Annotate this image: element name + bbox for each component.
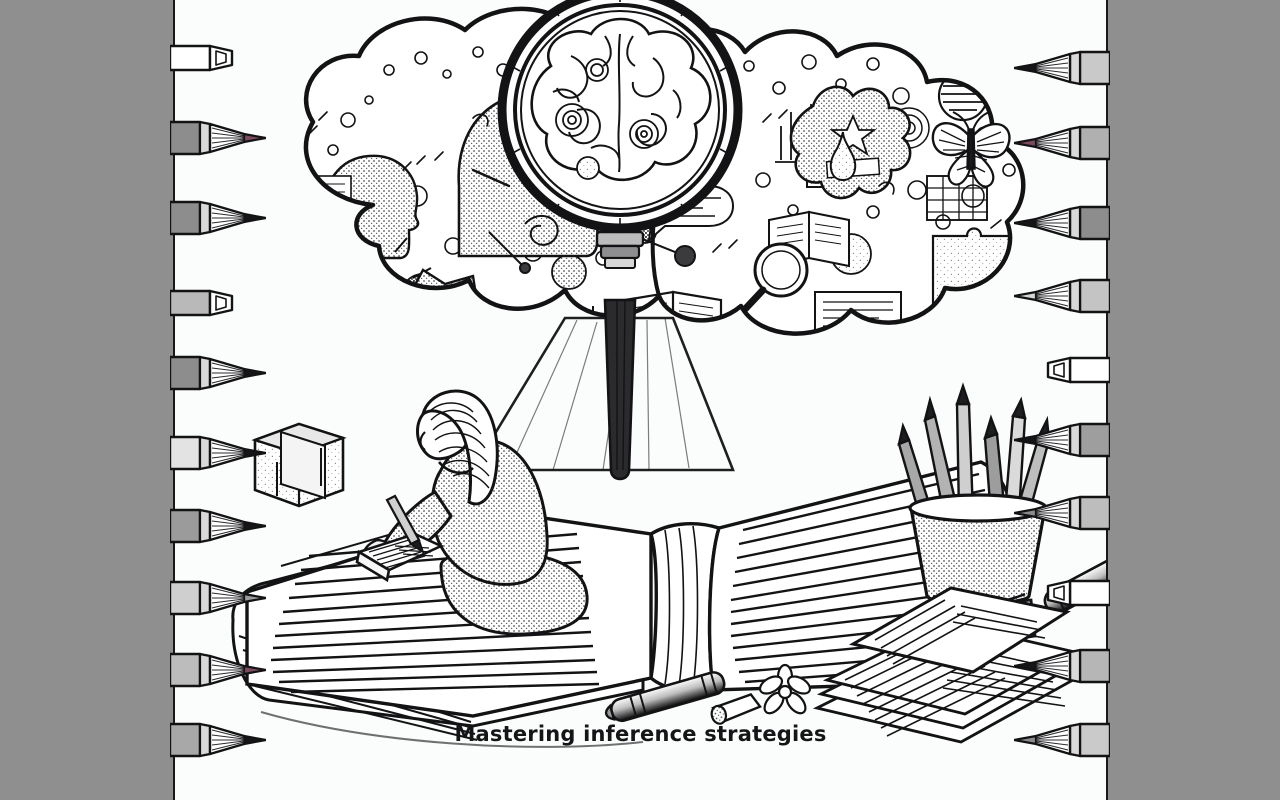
doodle-sunburst — [325, 358, 373, 428]
letterbox-left — [0, 0, 175, 800]
crayon — [604, 671, 726, 723]
reader-hair-strands — [428, 402, 490, 489]
illustration-canvas: Mastering inference strategies — [173, 0, 1108, 800]
magnifying-glass — [470, 0, 743, 481]
gift-box — [251, 422, 347, 508]
paper-stack — [812, 586, 1079, 744]
pencil-stub — [710, 693, 762, 725]
letterbox-right — [1106, 0, 1280, 800]
pencil-cup — [897, 382, 1051, 606]
caption: Mastering inference strategies — [173, 722, 1108, 746]
magnifier-light-cone — [470, 316, 735, 472]
caption-text: Mastering inference strategies — [454, 722, 827, 746]
reader-hair — [420, 389, 499, 506]
reader-face-profile — [419, 431, 426, 451]
doodle-flame — [829, 131, 857, 182]
paper-stack-top-sheet — [848, 586, 1071, 674]
reader-figure — [355, 389, 589, 636]
reader-pencil — [385, 494, 425, 555]
doodle-pencils — [731, 362, 803, 410]
book-ground-shadow — [260, 711, 644, 748]
cup-rim — [908, 493, 1048, 523]
reader-collar — [438, 461, 474, 475]
doodle-badge-star — [789, 85, 912, 200]
butterfly — [931, 111, 1011, 188]
flower — [758, 663, 812, 715]
doodle-clock — [706, 325, 760, 334]
magnifier-ring-ticks — [510, 0, 730, 228]
magnifier-brain — [530, 17, 712, 182]
doodle-ruler — [305, 321, 366, 334]
coloring-page-artwork — [231, 0, 1108, 748]
paper-stack-text — [844, 635, 1066, 737]
magnifier-cone-shading — [508, 317, 690, 471]
magnifier-handle — [595, 230, 645, 481]
magnifier-inner-ring — [513, 3, 727, 217]
doodle-open-book-a — [623, 290, 723, 334]
